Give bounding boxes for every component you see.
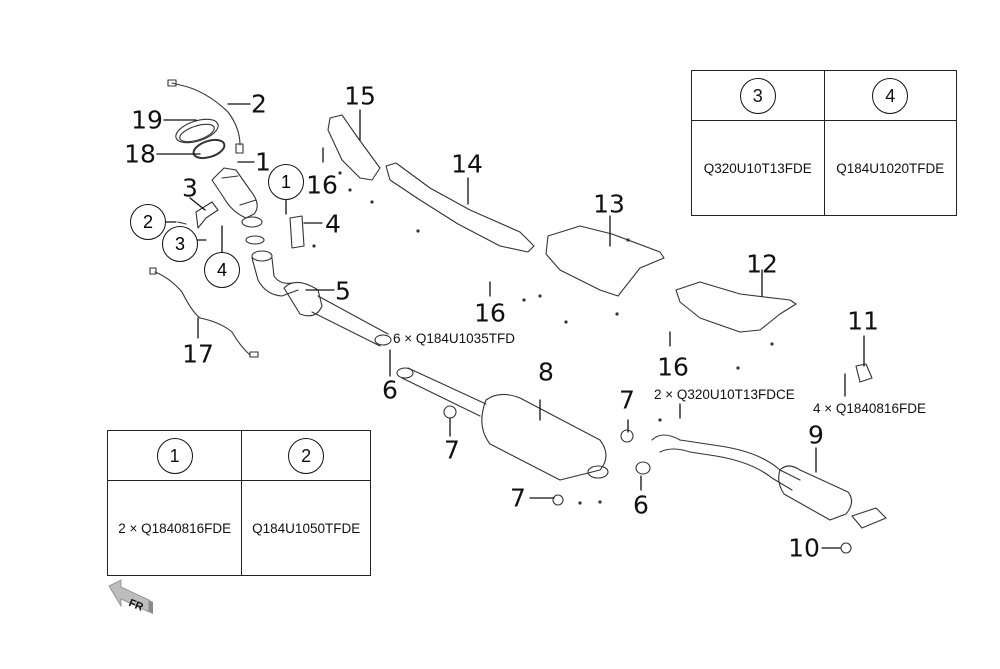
- callout-13: 13: [593, 189, 625, 219]
- callout-18: 18: [124, 139, 156, 169]
- callout-3: 3: [182, 173, 198, 203]
- circled-ref-4: 4: [204, 252, 240, 288]
- callout-7-a: 7: [444, 435, 460, 465]
- callout-16-c: 16: [657, 352, 689, 382]
- callout-9: 9: [808, 420, 824, 450]
- callout-11: 11: [847, 306, 879, 336]
- front-direction-indicator: FR: [105, 578, 155, 623]
- legend-value-2: Q184U1050TFDE: [241, 480, 371, 576]
- fastener-note-rear-pipe: 2 × Q320U10T13FDCE: [654, 387, 795, 402]
- callout-4: 4: [325, 209, 341, 239]
- legend-header-1: 1: [106, 430, 243, 481]
- callout-17: 17: [182, 339, 214, 369]
- circled-ref-3: 3: [162, 226, 198, 262]
- legend-header-3: 3: [691, 70, 825, 121]
- callout-15: 15: [344, 81, 376, 111]
- legend-header-4: 4: [823, 70, 957, 121]
- heat-shield-14: [385, 162, 535, 253]
- center-muffler: [396, 367, 609, 481]
- legend-value-4: Q184U1020TFDE: [823, 120, 957, 216]
- callout-8: 8: [538, 357, 554, 387]
- heat-shield-13: [545, 225, 665, 297]
- legend-table-bottom-left: 1 2 2 × Q1840816FDE Q184U1050TFDE: [106, 430, 371, 576]
- front-arrow-icon: FR: [108, 579, 153, 614]
- front-pipe: [251, 250, 392, 347]
- callout-7-c: 7: [510, 483, 526, 513]
- callout-5: 5: [335, 276, 351, 306]
- heat-shield-12: [675, 281, 797, 333]
- callout-14: 14: [451, 149, 483, 179]
- legend-value-1: 2 × Q1840816FDE: [106, 480, 243, 576]
- callout-7-b: 7: [619, 385, 635, 415]
- callout-19: 19: [131, 105, 163, 135]
- legend-table-top-right: 3 4 Q320U10T13FDE Q184U1020TFDE: [691, 70, 957, 216]
- legend-value-3: Q320U10T13FDE: [691, 120, 825, 216]
- fastener-note-hanger: 4 × Q1840816FDE: [813, 401, 926, 416]
- oxygen-sensor-upstream: [167, 79, 244, 154]
- circled-ref-2: 2: [130, 204, 166, 240]
- circled-ref-1: 1: [268, 164, 304, 200]
- callout-12: 12: [746, 249, 778, 279]
- callout-6-front: 6: [382, 375, 398, 405]
- heat-shield-15: [327, 114, 381, 181]
- oxygen-sensor-downstream: [149, 267, 259, 358]
- fastener-note-front-pipe: 6 × Q184U1035TFD: [393, 331, 515, 346]
- rear-muffler: [651, 434, 887, 529]
- catalytic-converter: [211, 167, 263, 228]
- callout-6-rear: 6: [633, 490, 649, 520]
- legend-header-2: 2: [241, 430, 371, 481]
- callout-16-b: 16: [474, 298, 506, 328]
- callout-16-a: 16: [306, 170, 338, 200]
- callout-10: 10: [788, 533, 820, 563]
- callout-2: 2: [251, 89, 267, 119]
- callout-1: 1: [255, 147, 271, 177]
- front-label: FR: [127, 597, 145, 614]
